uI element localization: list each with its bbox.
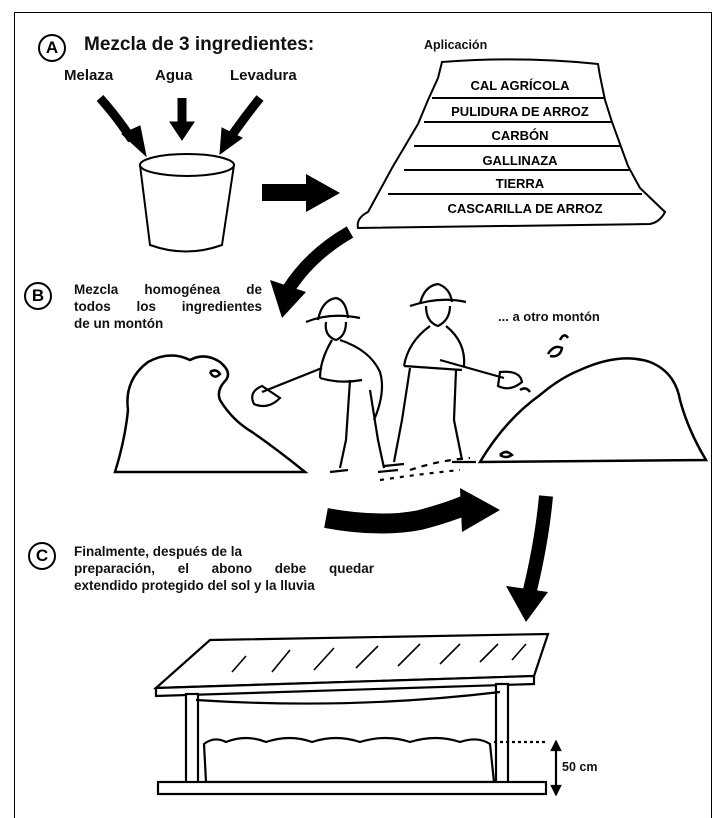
arrow-to-mixing <box>270 226 354 318</box>
section-c-description: Finalmente, después de la preparación, e… <box>74 543 374 594</box>
section-c-marker: C <box>28 542 56 570</box>
layer-tierra: TIERRA <box>495 176 545 191</box>
section-c-line: extendido protegido del sol y la lluvia <box>74 578 315 593</box>
section-a-marker: A <box>38 34 66 62</box>
section-c-line: Finalmente, después de la <box>74 544 243 559</box>
height-label: 50 cm <box>562 760 598 774</box>
diagram-frame <box>14 12 712 818</box>
section-b-marker: B <box>24 282 52 310</box>
arrow-to-shelter <box>506 495 553 622</box>
application-label: Aplicación <box>424 38 488 52</box>
section-b-description: Mezcla homogénea de todos los ingredient… <box>74 281 262 332</box>
shelter-illustration <box>152 632 562 797</box>
layer-gallinaza: GALLINAZA <box>482 153 558 168</box>
other-pile-label: ... a otro montón <box>498 309 600 324</box>
layer-pulidura-de-arroz: PULIDURA DE ARROZ <box>451 104 589 119</box>
section-c-line: preparación, el abono debe quedar <box>74 561 374 576</box>
right-pile-illustration <box>477 334 709 464</box>
ingredient-melaza: Melaza <box>64 67 114 84</box>
bucket-illustration <box>138 153 236 253</box>
arrow-between-piles <box>324 488 500 534</box>
section-a-title: Mezcla de 3 ingredientes: <box>84 34 315 55</box>
ingredient-agua: Agua <box>155 67 193 84</box>
layered-pile-illustration <box>356 58 667 230</box>
layer-cal-agricola: CAL AGRÍCOLA <box>470 78 570 93</box>
arrow-to-layers <box>262 174 340 212</box>
section-b-line: de un montón <box>74 316 164 331</box>
layer-cascarilla-de-arroz: CASCARILLA DE ARROZ <box>447 201 603 216</box>
workers-illustration <box>251 282 524 482</box>
layer-carbon: CARBÓN <box>491 128 549 143</box>
section-b-line: Mezcla homogénea de <box>74 282 262 297</box>
ingredient-arrows <box>96 94 264 158</box>
section-b-line: todos los ingredientes <box>74 299 262 314</box>
left-pile-illustration <box>113 354 309 474</box>
ingredient-levadura: Levadura <box>230 67 297 84</box>
